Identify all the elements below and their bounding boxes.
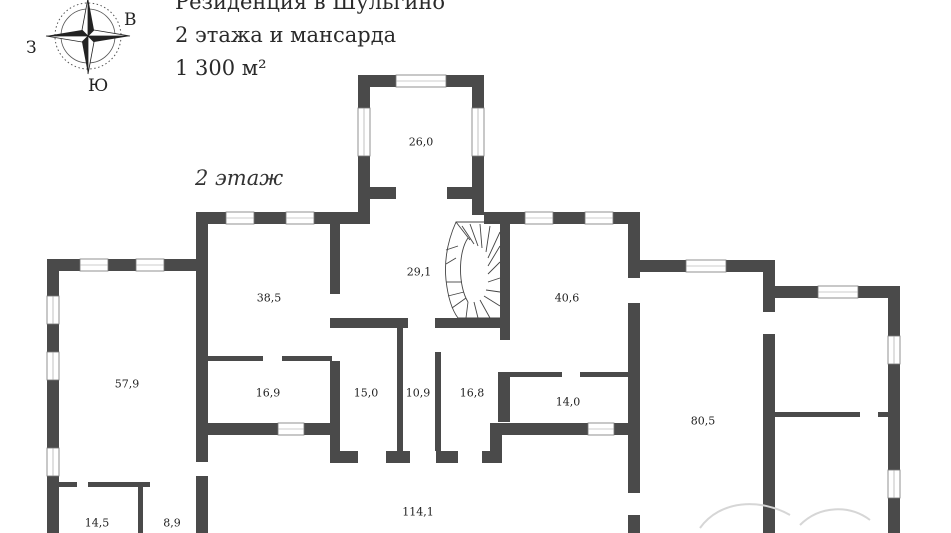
room-area-16-8: 16,8 [459, 386, 485, 400]
room-area-8-9: 8,9 [163, 516, 181, 530]
room-area-26-0: 26,0 [408, 135, 434, 149]
room-area-10-9: 10,9 [405, 386, 431, 400]
watermark-icon [699, 503, 871, 529]
floor-label: 2 этаж [195, 166, 284, 190]
room-area-57-9: 57,9 [114, 377, 140, 391]
room-area-40-6: 40,6 [554, 291, 580, 305]
compass-east-label: В [124, 10, 137, 30]
page-subtitle: 2 этажа и мансарда [175, 23, 397, 47]
compass-rose-icon [45, 0, 131, 75]
room-area-80-5: 80,5 [690, 414, 716, 428]
room-area-29-1: 29,1 [406, 265, 432, 279]
compass-west-label: З [26, 38, 37, 58]
room-area-114-1: 114,1 [402, 505, 434, 519]
room-area-14-0: 14,0 [555, 395, 581, 409]
window-lines [52, 80, 895, 498]
room-area-15-0: 15,0 [353, 386, 379, 400]
room-area-14-5: 14,5 [84, 516, 110, 530]
room-area-38-5: 38,5 [256, 291, 282, 305]
compass-south-label: Ю [88, 76, 109, 96]
total-area: 1 300 м² [175, 56, 267, 80]
page-title: Резиденция в Шульгино [175, 0, 446, 14]
room-area-16-9: 16,9 [255, 386, 281, 400]
staircase-icon [445, 221, 501, 319]
